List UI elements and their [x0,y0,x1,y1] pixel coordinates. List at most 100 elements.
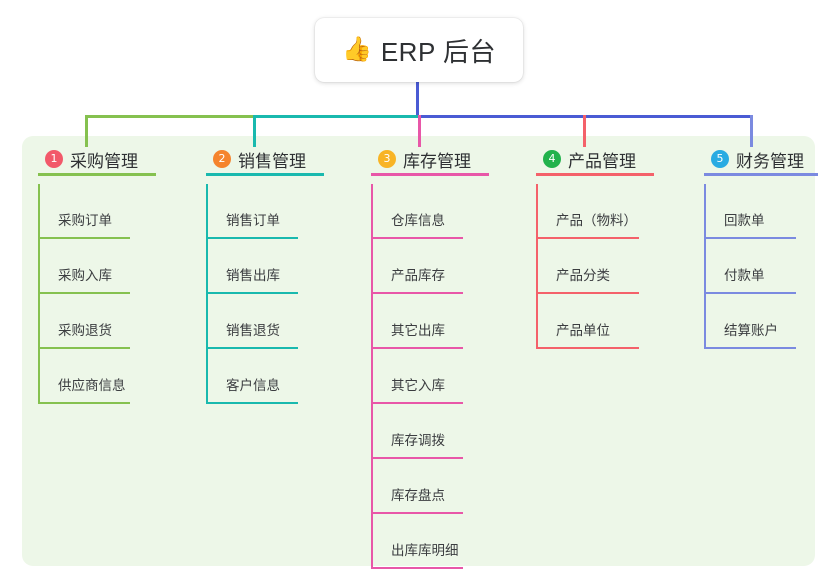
leaf-label: 产品（物料） [556,213,637,228]
leaf-item[interactable]: 销售退货 [206,294,306,349]
column-purchase: 1 采购管理采购订单采购入库采购退货供应商信息 [30,142,156,404]
column-title: 销售管理 [238,151,306,171]
column-header-rule [536,173,654,176]
leaf-rule [371,347,463,349]
leaf-item[interactable]: 采购入库 [38,239,138,294]
drop-product [583,115,586,147]
column-header-sales[interactable]: 2 销售管理 [198,142,324,176]
leaf-rule [704,237,796,239]
leaf-rule [704,347,796,349]
column-finance: 5 财务管理回款单付款单结算账户 [696,142,818,349]
leaf-rule [704,292,796,294]
leaf-rule [38,347,130,349]
column-number-badge: 3 [378,150,396,168]
column-header-rule [38,173,156,176]
drop-sales [253,115,256,147]
leaf-item[interactable]: 客户信息 [206,349,306,404]
leaf-list-inventory: 仓库信息产品库存其它出库其它入库库存调拨库存盘点出库库明细 [363,184,471,569]
leaf-spine [371,184,373,569]
column-header-rule [704,173,818,176]
column-header-inventory[interactable]: 3 库存管理 [363,142,489,176]
diagram-panel [22,136,815,566]
leaf-spine [38,184,40,404]
leaf-item[interactable]: 产品单位 [536,294,639,349]
leaf-list-sales: 销售订单销售出库销售退货客户信息 [198,184,306,404]
leaf-rule [206,292,298,294]
leaf-label: 付款单 [724,268,765,283]
leaf-item[interactable]: 供应商信息 [38,349,138,404]
leaf-rule [371,567,463,569]
leaf-rule [536,292,639,294]
root-title: ERP 后台 [380,36,497,67]
leaf-label: 仓库信息 [391,213,445,228]
thumbs-up-icon: 👍 [341,36,372,63]
leaf-item[interactable]: 销售出库 [206,239,306,294]
column-number-badge: 2 [213,150,231,168]
leaf-label: 产品库存 [391,268,445,283]
leaf-rule [536,237,639,239]
bus-green [85,115,254,118]
leaf-label: 销售出库 [226,268,280,283]
drop-finance [750,115,753,147]
leaf-item[interactable]: 出库库明细 [371,514,471,569]
leaf-item[interactable]: 其它出库 [371,294,471,349]
leaf-item[interactable]: 产品分类 [536,239,639,294]
leaf-rule [536,347,639,349]
leaf-rule [371,457,463,459]
column-title: 库存管理 [403,151,471,171]
leaf-rule [371,512,463,514]
leaf-item[interactable]: 付款单 [704,239,804,294]
column-sales: 2 销售管理销售订单销售出库销售退货客户信息 [198,142,324,404]
column-title: 产品管理 [568,151,636,171]
root-node[interactable]: 👍 ERP 后台 [315,18,523,82]
leaf-item[interactable]: 库存调拨 [371,404,471,459]
leaf-rule [206,237,298,239]
leaf-item[interactable]: 其它入库 [371,349,471,404]
leaf-item[interactable]: 仓库信息 [371,184,471,239]
leaf-item[interactable]: 结算账户 [704,294,804,349]
leaf-spine [704,184,706,349]
leaf-label: 销售退货 [226,323,280,338]
leaf-item[interactable]: 回款单 [704,184,804,239]
leaf-item[interactable]: 采购订单 [38,184,138,239]
leaf-rule [38,292,130,294]
leaf-item[interactable]: 库存盘点 [371,459,471,514]
leaf-item[interactable]: 销售订单 [206,184,306,239]
leaf-spine [206,184,208,404]
leaf-label: 销售订单 [226,213,280,228]
leaf-label: 供应商信息 [58,378,126,393]
column-title: 财务管理 [736,151,804,171]
leaf-label: 库存调拨 [391,433,445,448]
leaf-label: 结算账户 [724,323,778,338]
column-header-rule [206,173,324,176]
leaf-item[interactable]: 采购退货 [38,294,138,349]
leaf-label: 出库库明细 [391,543,459,558]
leaf-label: 产品单位 [556,323,610,338]
leaf-label: 产品分类 [556,268,610,283]
leaf-label: 其它出库 [391,323,445,338]
leaf-list-purchase: 采购订单采购入库采购退货供应商信息 [30,184,138,404]
leaf-label: 采购退货 [58,323,112,338]
drop-purchase [85,115,88,147]
column-title: 采购管理 [70,151,138,171]
leaf-rule [206,347,298,349]
leaf-list-product: 产品（物料） 产品分类产品单位 [528,184,639,349]
column-number-badge: 1 [45,150,63,168]
column-number-badge: 5 [711,150,729,168]
leaf-list-finance: 回款单付款单结算账户 [696,184,804,349]
leaf-spine [536,184,538,349]
leaf-label: 回款单 [724,213,765,228]
leaf-label: 采购订单 [58,213,112,228]
drop-inventory [418,115,421,147]
leaf-label: 采购入库 [58,268,112,283]
column-product: 4 产品管理产品（物料） 产品分类产品单位 [528,142,654,349]
column-header-purchase[interactable]: 1 采购管理 [30,142,156,176]
column-header-rule [371,173,489,176]
leaf-item[interactable]: 产品库存 [371,239,471,294]
leaf-rule [38,402,130,404]
leaf-item[interactable]: 产品（物料） [536,184,639,239]
column-header-finance[interactable]: 5 财务管理 [696,142,818,176]
column-header-product[interactable]: 4 产品管理 [528,142,654,176]
column-number-badge: 4 [543,150,561,168]
